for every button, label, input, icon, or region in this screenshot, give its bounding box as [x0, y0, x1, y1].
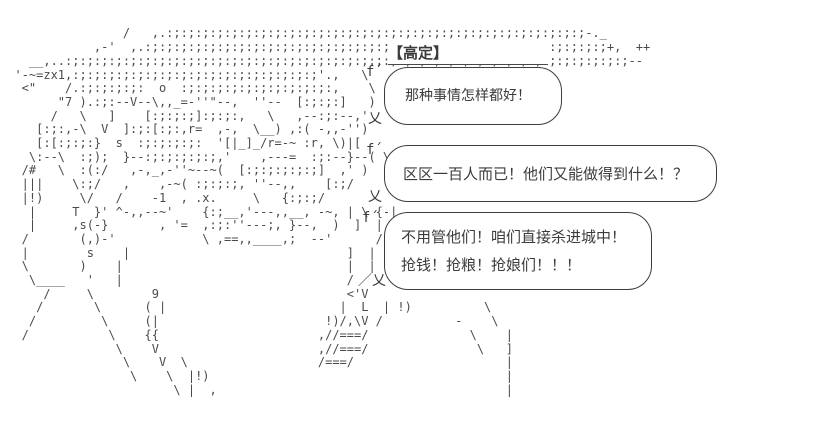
- bubble-1-tail-bottom-icon: 乂: [368, 111, 382, 127]
- speech-bubble-2-text: 区区一百人而已！他们又能做得到什么！？: [403, 166, 689, 183]
- speech-bubble-2: 区区一百人而已！他们又能做得到什么！？: [384, 145, 717, 202]
- bubble-1-tail-top-icon: f´: [366, 64, 383, 80]
- bubble-2-tail-top-icon: f´: [366, 142, 383, 158]
- speech-bubble-3-text: 不用管他们！咱们直接杀进城中！ 抢钱！抢粮！抢娘们！！！: [401, 229, 627, 274]
- speech-bubble-1: 那种事情怎样都好！: [384, 67, 562, 125]
- bubble-3-tail-bottom-icon: ／乂: [358, 273, 386, 289]
- bubble-2-tail-bottom-icon: 乂: [368, 189, 382, 205]
- speech-bubble-1-text: 那种事情怎样都好！: [405, 87, 531, 103]
- ascii-art-character: / ,.:;:;:;:;:;:;:;:;:;:;:;:;:;:;:;:;:;:;…: [14, 26, 651, 397]
- bubble-3-tail-top-icon: f´: [362, 210, 379, 226]
- speaker-label: 【高定】: [388, 42, 548, 65]
- speech-bubble-3: 不用管他们！咱们直接杀进城中！ 抢钱！抢粮！抢娘们！！！: [384, 212, 652, 290]
